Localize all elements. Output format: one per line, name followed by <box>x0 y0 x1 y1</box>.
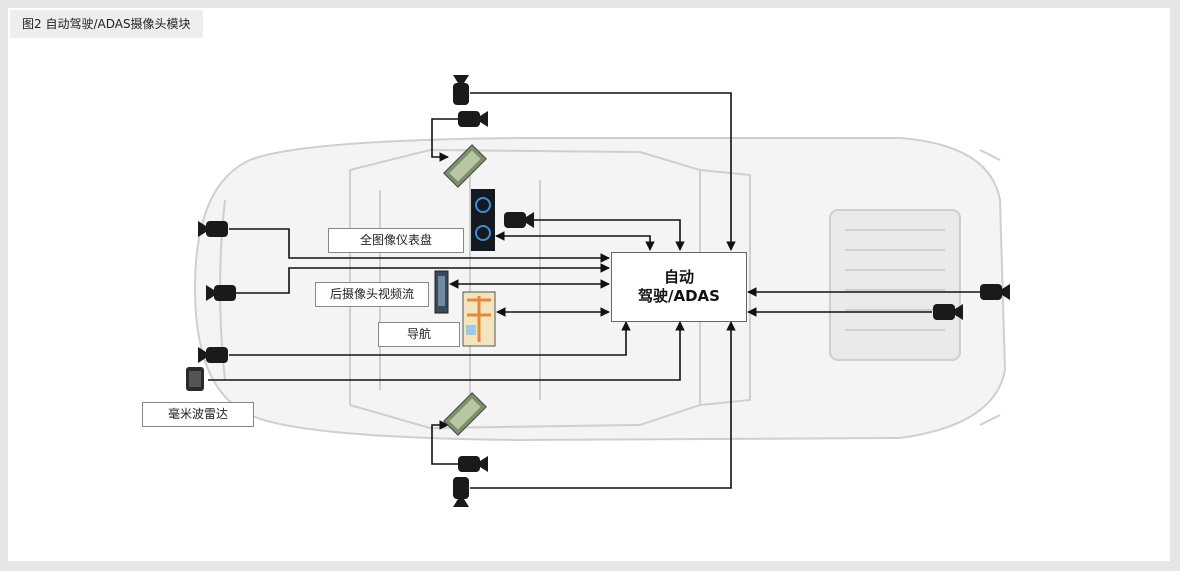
connector-bottom-camera <box>470 321 736 489</box>
connection-lines <box>208 92 980 489</box>
camera-bottom-vertical-icon <box>453 477 469 507</box>
car-top-view <box>193 137 1007 442</box>
side-mirror-top-icon <box>443 144 487 188</box>
camera-right-icon <box>980 284 1010 300</box>
navigation-display-icon <box>462 291 496 347</box>
rear-video-display-icon <box>434 270 449 314</box>
camera-top-vertical-icon <box>453 75 469 105</box>
figure-caption: 图2 自动驾驶/ADAS摄像头模块 <box>10 10 203 38</box>
label-mmwave-radar: 毫米波雷达 <box>142 402 254 427</box>
label-instrument-cluster: 全图像仪表盘 <box>328 228 464 253</box>
camera-top-horizontal-icon <box>458 111 488 127</box>
instrument-cluster-display-icon <box>471 189 495 251</box>
mmwave-radar-icon <box>186 367 204 391</box>
connector-top-camera <box>470 92 736 251</box>
hub-label-line2: 驾驶/ADAS <box>638 287 720 305</box>
side-mirror-bottom-icon <box>443 392 487 436</box>
connector-left-camera-2 <box>236 263 610 294</box>
connector-radar <box>208 321 685 381</box>
label-rear-camera-video: 后摄像头视频流 <box>315 282 429 307</box>
connector-cluster-display <box>495 231 655 251</box>
label-navigation: 导航 <box>378 322 460 347</box>
camera-bottom-horizontal-icon <box>458 456 488 472</box>
connector-left-front-camera <box>229 228 610 263</box>
connector-top-mirror-camera <box>431 118 458 162</box>
connector-cluster-camera <box>531 219 685 251</box>
hub-label-line1: 自动 <box>663 268 694 286</box>
adas-hub-box: 自动 驾驶/ADAS <box>611 252 747 322</box>
connector-left-camera-3 <box>229 321 631 356</box>
connector-bottom-mirror-camera <box>431 420 458 465</box>
